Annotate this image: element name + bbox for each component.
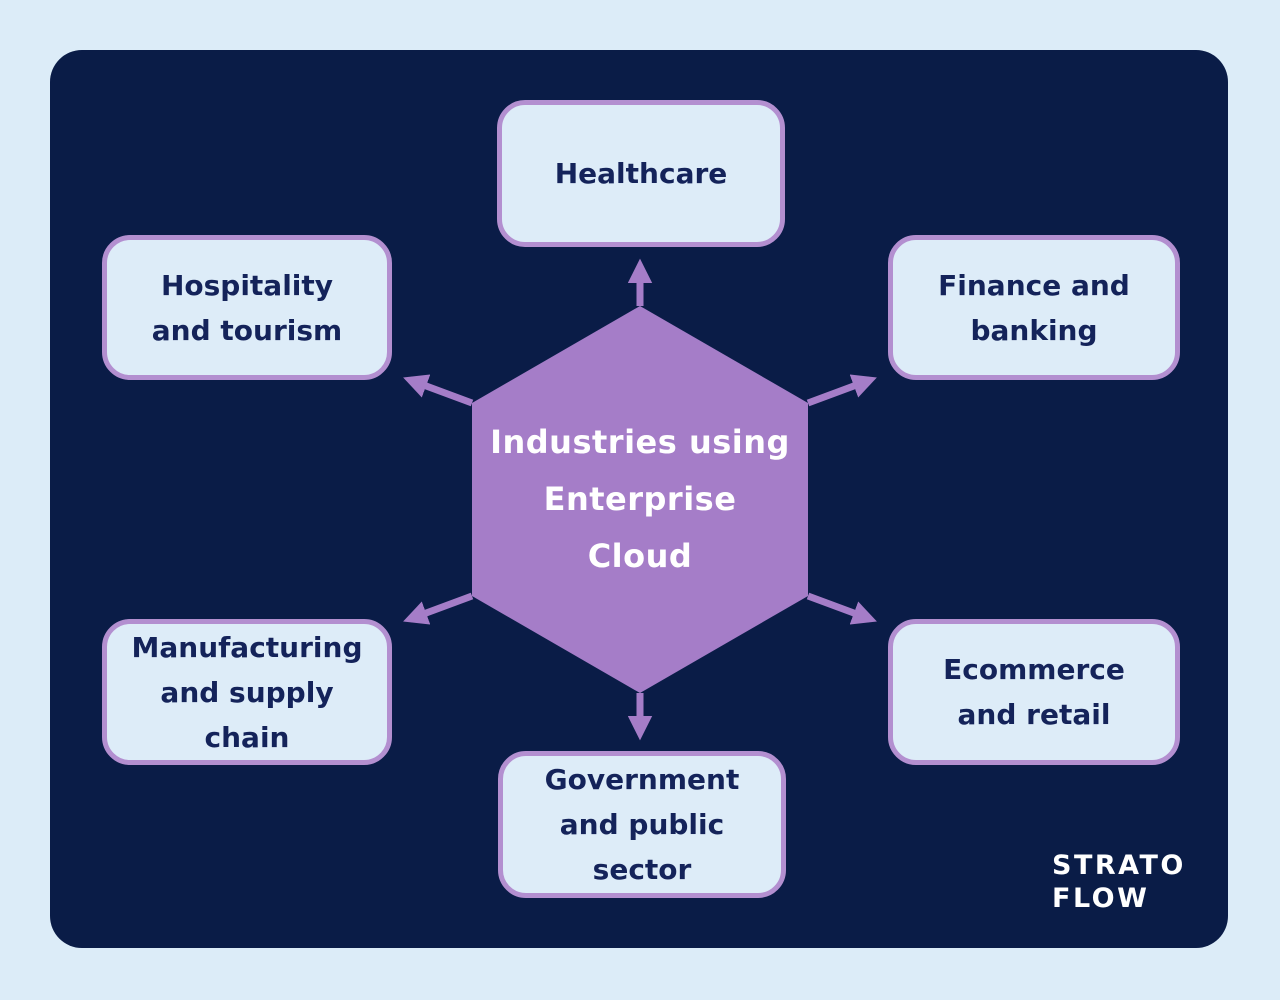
node-healthcare: Healthcare bbox=[497, 100, 785, 247]
node-label-line: Finance and bbox=[938, 268, 1130, 302]
stratoflow-logo: STRATO FLOW bbox=[1052, 849, 1186, 915]
node-hospitality-and-tourism: Hospitality and tourism bbox=[102, 235, 392, 380]
center-title-line: Industries using bbox=[490, 423, 790, 461]
arrow-to-finance bbox=[806, 374, 877, 407]
node-label-line: Ecommerce bbox=[943, 653, 1125, 686]
node-label-line: Hospitality bbox=[160, 268, 334, 302]
arrow-to-hospitality bbox=[403, 374, 474, 407]
hexagon-shape bbox=[472, 306, 808, 693]
node-manufacturing-and-supply-chain: Manufacturing and supply chain bbox=[102, 619, 392, 765]
node-label-line: and public bbox=[559, 808, 725, 841]
node-ecommerce-and-retail: Ecommerce and retail bbox=[888, 619, 1180, 765]
node-label-line: Healthcare bbox=[554, 157, 728, 190]
node-finance-and-banking: Finance and banking bbox=[888, 235, 1180, 380]
node-label: Finance and banking bbox=[938, 263, 1130, 353]
node-label-line: Manufacturing bbox=[131, 630, 363, 664]
node-label: Healthcare bbox=[555, 151, 728, 196]
node-label-line: chain bbox=[204, 720, 290, 754]
node-label-line: banking bbox=[970, 313, 1098, 347]
center-title-line: Enterprise bbox=[543, 480, 737, 518]
node-label: Hospitality and tourism bbox=[152, 263, 342, 353]
node-government-and-public-sector: Government and public sector bbox=[498, 751, 786, 898]
logo-line-strato: STRATO bbox=[1052, 850, 1186, 881]
node-label-line: sector bbox=[592, 853, 692, 886]
arrow-to-ecommerce bbox=[806, 592, 877, 625]
center-hexagon-title: Industries using Enterprise Cloud bbox=[440, 414, 840, 585]
node-label-line: and supply bbox=[160, 675, 334, 709]
node-label: Manufacturing and supply chain bbox=[132, 625, 363, 760]
node-label-line: and retail bbox=[957, 698, 1111, 731]
node-label-line: Government bbox=[544, 763, 740, 796]
logo-line-flow: FLOW bbox=[1052, 883, 1150, 914]
node-label: Government and public sector bbox=[545, 757, 740, 892]
arrow-to-manufacturing bbox=[403, 592, 474, 625]
node-label: Ecommerce and retail bbox=[943, 647, 1125, 737]
node-label-line: and tourism bbox=[151, 313, 343, 347]
center-title-line: Cloud bbox=[587, 537, 693, 575]
